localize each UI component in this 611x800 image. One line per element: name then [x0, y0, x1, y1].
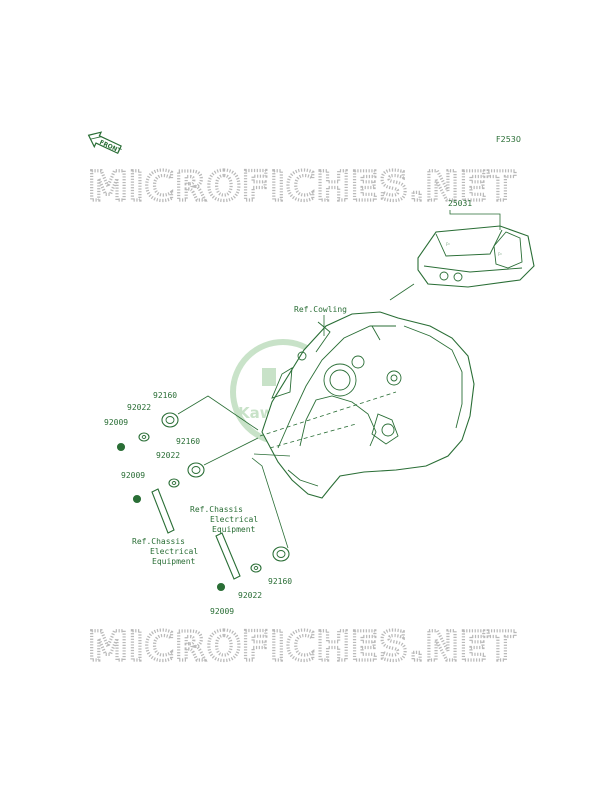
label-washer-bottom: 92022: [238, 591, 262, 600]
washer-mid: [168, 478, 180, 488]
svg-text:⚐: ⚐: [446, 241, 450, 248]
nut-top: [116, 442, 126, 452]
washer-bottom: [250, 563, 262, 573]
label-washer-top: 92022: [127, 403, 151, 412]
bolt-right: [215, 532, 241, 580]
bolt-left: [151, 488, 175, 534]
nut-mid: [132, 494, 142, 504]
figure-id: F2530: [496, 135, 521, 144]
label-ref-chassis-left-line2: Electrical: [150, 547, 198, 556]
label-damper-top: 92160: [153, 391, 177, 400]
label-damper-mid: 92160: [176, 437, 200, 446]
washer-top: [138, 432, 150, 442]
label-ref-cowling: Ref.Cowling: [294, 305, 347, 314]
nut-bottom: [216, 582, 226, 592]
label-ref-chassis-right-line1: Ref.Chassis: [190, 505, 243, 514]
damper-mid: [187, 462, 205, 478]
label-washer-mid: 92022: [156, 451, 180, 460]
label-ref-chassis-right-line3: Equipment: [212, 525, 256, 534]
damper-top: [161, 412, 179, 428]
label-ref-chassis-left-line3: Equipment: [152, 557, 196, 566]
meter-panel: [261, 311, 475, 499]
front-arrow-icon: FRONT: [87, 131, 123, 155]
meter-assembly: ⚐ ⚐: [417, 225, 535, 288]
watermark-top: MICROFICHES.NET: [88, 164, 516, 210]
damper-bottom: [272, 546, 290, 562]
label-meter-assembly: 25031: [448, 199, 472, 208]
label-ref-chassis-left-line1: Ref.Chassis: [132, 537, 185, 546]
label-damper-bottom: 92160: [268, 577, 292, 586]
watermark-bottom: MICROFICHES.NET: [88, 624, 516, 670]
label-nut-top: 92009: [104, 418, 128, 427]
label-ref-chassis-right-line2: Electrical: [210, 515, 258, 524]
svg-text:⚐: ⚐: [498, 251, 502, 258]
label-nut-bottom: 92009: [210, 607, 234, 616]
label-nut-mid: 92009: [121, 471, 145, 480]
